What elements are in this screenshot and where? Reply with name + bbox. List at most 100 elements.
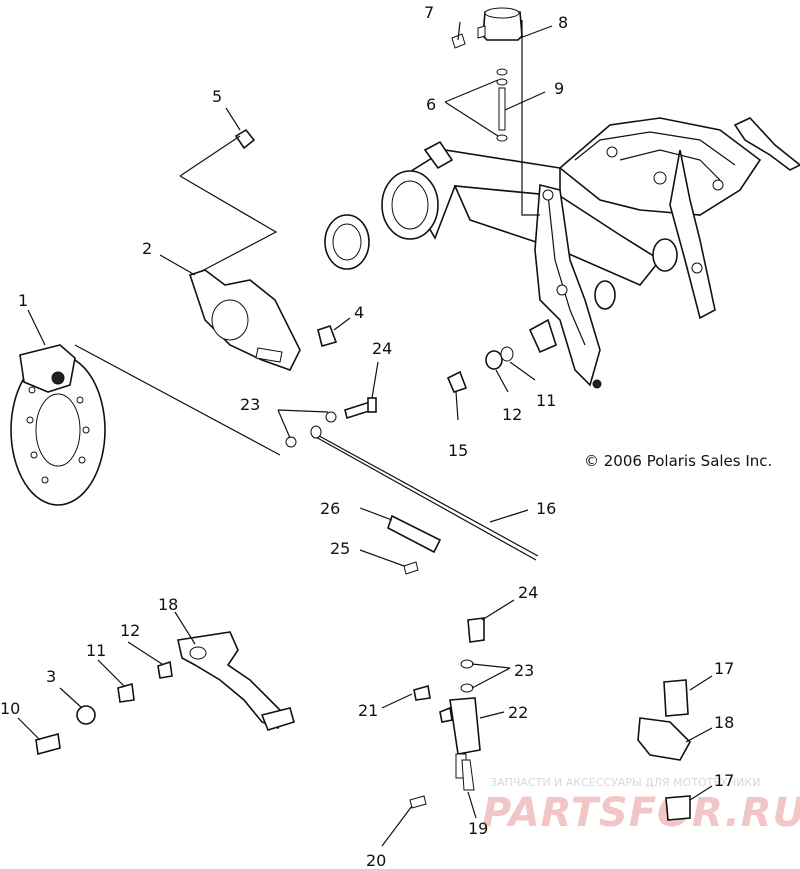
callout-26: 26 xyxy=(320,499,340,518)
bolt-24-head xyxy=(367,397,377,413)
callout-8: 8 xyxy=(558,13,568,32)
leader-26 xyxy=(359,507,393,521)
leader-1 xyxy=(27,309,46,346)
bearing-ring xyxy=(324,214,370,270)
pedal-bracket-hole-mid xyxy=(556,284,568,296)
washer-23-b xyxy=(460,683,474,693)
watermark: ЗАПЧАСТИ И АКСЕССУАРЫ ДЛЯ МОТОТЕХНИКИ PA… xyxy=(482,776,800,836)
frame-bracket-right xyxy=(733,117,800,171)
reservoir-cap xyxy=(484,7,520,19)
disc-hole xyxy=(30,451,38,459)
disc-center xyxy=(35,393,81,467)
callout-17: 17 xyxy=(714,771,734,790)
mc-fitting xyxy=(439,706,453,723)
leader-12b xyxy=(127,641,163,665)
caliper-mount-hole xyxy=(211,299,249,341)
master-cylinder xyxy=(449,697,481,755)
pedal-bracket-bolt xyxy=(592,379,602,389)
callout-23-bottom: 23 xyxy=(514,661,534,680)
leader-23 xyxy=(277,409,329,439)
leader-10 xyxy=(17,717,41,741)
callout-labels: 7 8 6 9 5 2 1 4 24 23 15 12 11 © 2006 Po… xyxy=(0,3,772,869)
lower-bushing xyxy=(594,280,616,310)
caliper-mount-slot xyxy=(255,347,283,363)
leader-12 xyxy=(495,369,509,393)
bolt-21 xyxy=(413,684,431,701)
brake-disc-assembly xyxy=(10,344,281,506)
callout-23-top: 23 xyxy=(240,395,260,414)
pedal-bracket xyxy=(534,183,601,387)
leader-15 xyxy=(689,675,713,691)
callout-6: 6 xyxy=(426,95,436,114)
callout-24-bottom: 24 xyxy=(518,583,538,602)
bolt-24-lower xyxy=(467,617,485,643)
nut-12-lower xyxy=(157,660,173,679)
watermark-logo: PARTSFOR.RU xyxy=(482,790,800,836)
callout-16: 18 xyxy=(714,713,734,732)
bracket-stop xyxy=(528,318,557,354)
rod-end xyxy=(310,425,322,439)
leader-14 xyxy=(489,509,529,523)
leader-8 xyxy=(519,25,553,39)
frame-assembly xyxy=(381,117,800,389)
reservoir-group xyxy=(451,7,540,216)
switch-15 xyxy=(663,679,689,717)
bearing-inner xyxy=(332,223,362,261)
frame-down-tube xyxy=(669,149,716,320)
disc-hole xyxy=(41,476,49,484)
disc-hole xyxy=(26,416,34,424)
leader-24-top xyxy=(371,361,379,399)
callout-7: 7 xyxy=(424,3,434,22)
pedal-pivot xyxy=(189,646,207,660)
leader-23-bottom xyxy=(471,663,511,689)
part-4-nut xyxy=(317,324,338,347)
copyright-text: © 2006 Polaris Sales Inc. xyxy=(584,452,772,470)
callout-12-top: 12 xyxy=(502,405,522,424)
washer-23-lower xyxy=(285,436,297,448)
leader-lines xyxy=(17,21,713,847)
hose-clamp-upper-2 xyxy=(496,78,508,86)
leader-2b xyxy=(159,254,196,276)
frame-rail-detail xyxy=(574,131,736,166)
frame-bolt-2 xyxy=(712,179,724,191)
brake-pedal-group xyxy=(35,631,295,756)
frame-bolt-1 xyxy=(653,171,667,185)
leader-18 xyxy=(174,611,196,645)
disc-hole xyxy=(76,396,84,404)
part-5-bolt xyxy=(234,128,256,150)
frame-bolt-4 xyxy=(606,146,618,158)
leader-13 xyxy=(455,391,459,421)
sleeve-26 xyxy=(387,514,442,554)
reservoir-tab xyxy=(477,25,486,39)
callout-25: 25 xyxy=(330,539,350,558)
callout-12-bottom: 12 xyxy=(120,621,140,640)
switch-group xyxy=(637,679,691,821)
callout-18: 18 xyxy=(158,595,178,614)
pin-20 xyxy=(409,795,427,809)
spring-13 xyxy=(446,370,468,393)
caliper-fitting xyxy=(51,371,65,385)
pin-25 xyxy=(403,561,419,575)
callout-1: 1 xyxy=(18,291,28,310)
leader-11b xyxy=(97,659,125,687)
nut-11-lower xyxy=(117,682,135,703)
hose-clamp-upper xyxy=(496,68,508,76)
callout-3: 3 xyxy=(46,667,56,686)
callout-10: 10 xyxy=(0,699,20,718)
leader-9 xyxy=(504,91,546,111)
callout-24-top: 24 xyxy=(372,339,392,358)
leader-22 xyxy=(479,711,505,719)
washer-11 xyxy=(500,346,514,362)
leader-2 xyxy=(179,135,278,273)
disc-hole xyxy=(78,456,86,464)
callout-4: 4 xyxy=(354,303,364,322)
caliper-bracket-group xyxy=(188,128,338,371)
pedal-bracket-hole-top xyxy=(542,189,554,201)
linkage-bushing xyxy=(652,238,678,272)
mid-hardware xyxy=(277,346,539,575)
leader-19 xyxy=(467,791,477,819)
bushing-12 xyxy=(485,350,503,370)
callout-9: 9 xyxy=(554,79,564,98)
callout-19: 19 xyxy=(468,819,488,838)
